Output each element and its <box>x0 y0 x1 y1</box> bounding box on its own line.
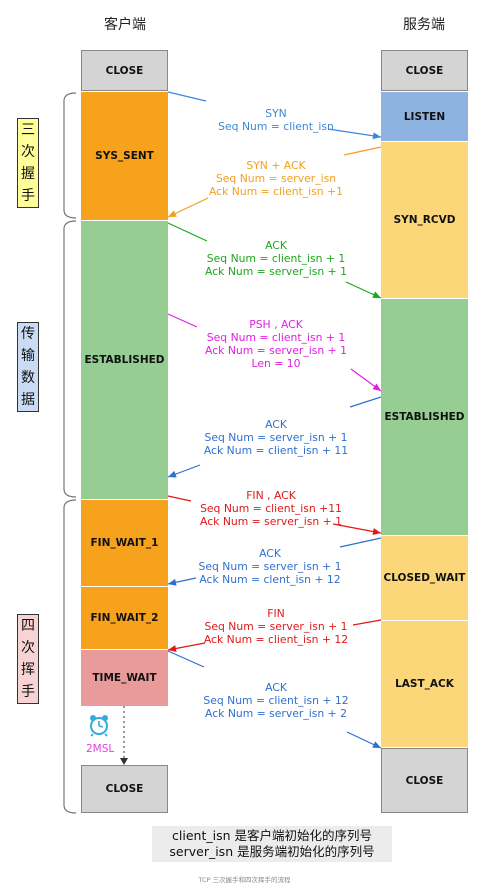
server-state-close-final-label: CLOSE <box>405 774 444 787</box>
arrow-segment <box>332 523 382 534</box>
arrowhead <box>372 132 381 140</box>
server-state-syn-rcvd-label: SYN_RCVD <box>393 214 456 226</box>
client-header: 客户端 <box>104 17 146 33</box>
server-state-closed-wait-label: CLOSED_WAIT <box>383 572 466 584</box>
arrow-segment <box>343 146 382 156</box>
note-line-server: server_isn 是服务端初始化的序列号 <box>169 844 375 859</box>
handshake-bracket <box>63 92 77 219</box>
time-wait-dashed-arrowhead <box>120 758 128 765</box>
arrow-segment <box>167 91 207 102</box>
arrowhead <box>168 578 177 586</box>
client-state-established: ESTABLISHED <box>81 221 168 499</box>
arrow-segment <box>167 650 205 668</box>
server-state-close: CLOSE <box>381 50 468 91</box>
arrowhead <box>168 645 177 652</box>
alarm-clock-icon <box>88 713 110 737</box>
client-state-time-wait-label: TIME_WAIT <box>92 672 157 684</box>
arrow-segment <box>327 128 382 138</box>
client-state-close-final: CLOSE <box>81 765 168 813</box>
client-state-close-label: CLOSE <box>105 64 144 77</box>
arrowhead <box>372 741 381 748</box>
message-fin-ack: FIN , ACK Seq Num = client_isn +11 Ack N… <box>200 489 342 528</box>
client-state-close-final-label: CLOSE <box>105 783 144 795</box>
server-state-established-label: ESTABLISHED <box>384 411 465 423</box>
arrowhead <box>372 528 381 535</box>
message-ack-data: ACK Seq Num = server_isn + 1 Ack Num = c… <box>203 418 349 457</box>
phase-label-transfer: 传输数据 <box>17 322 39 412</box>
arrowhead <box>168 210 177 217</box>
client-state-established-label: ESTABLISHED <box>84 354 165 366</box>
server-state-listen-label: LISTEN <box>403 110 446 123</box>
server-state-last-ack: LAST_ACK <box>381 621 468 747</box>
arrowhead <box>372 291 381 298</box>
client-state-fin-wait-2-label: FIN_WAIT_2 <box>90 612 159 624</box>
server-header: 服务端 <box>403 17 445 33</box>
timer-label: 2MSL <box>86 743 115 755</box>
figure-caption: TCP 三次握手和四次挥手的流程 <box>198 876 291 884</box>
arrow-segment <box>349 396 382 408</box>
message-ack-final: ACK Seq Num = client_isn + 12 Ack Num = … <box>203 681 349 720</box>
client-state-fin-wait-1-label: FIN_WAIT_1 <box>90 537 159 549</box>
arrow-segment <box>167 495 192 502</box>
server-state-listen: LISTEN <box>381 92 468 141</box>
message-syn-ack: SYN + ACK Seq Num = server_isn Ack Num =… <box>208 159 344 198</box>
arrowhead <box>372 383 381 391</box>
arrowhead <box>168 470 177 478</box>
message-fin-server: FIN Seq Num = server_isn + 1 Ack Num = c… <box>203 607 349 646</box>
client-state-fin-wait-1: FIN_WAIT_1 <box>81 500 168 586</box>
arrow-segment <box>352 619 382 626</box>
client-state-time-wait: TIME_WAIT <box>81 650 168 706</box>
message-psh-ack: PSH , ACK Seq Num = client_isn + 1 Ack N… <box>205 318 347 370</box>
isn-note: client_isn 是客户端初始化的序列号 server_isn 是服务端初始… <box>152 826 392 862</box>
message-ack-handshake: ACK Seq Num = client_isn + 1 Ack Num = s… <box>205 239 347 278</box>
client-state-close: CLOSE <box>81 50 168 91</box>
arrow-segment <box>339 537 382 548</box>
phase-label-teardown: 四次挥手 <box>17 614 39 704</box>
server-state-close-final: CLOSE <box>381 748 468 813</box>
arrow-segment <box>167 222 208 242</box>
arrow-segment <box>167 313 198 328</box>
server-state-last-ack-label: LAST_ACK <box>395 678 454 690</box>
message-syn: SYN Seq Num = client_isn <box>218 107 334 133</box>
note-line-client: client_isn 是客户端初始化的序列号 <box>172 828 372 843</box>
server-state-closed-wait: CLOSED_WAIT <box>381 536 468 620</box>
client-state-fin-wait-2: FIN_WAIT_2 <box>81 587 168 649</box>
server-state-established: ESTABLISHED <box>381 299 468 535</box>
teardown-bracket <box>63 499 77 814</box>
server-state-syn-rcvd: SYN_RCVD <box>381 142 468 298</box>
message-ack-fin: ACK Seq Num = server_isn + 1 Ack Num = c… <box>198 547 342 586</box>
phase-label-handshake: 三次握手 <box>17 118 39 208</box>
transfer-bracket <box>63 220 77 498</box>
client-state-syn-sent-label: SYS_SENT <box>95 150 154 162</box>
server-state-close-label: CLOSE <box>405 64 444 77</box>
client-state-syn-sent: SYS_SENT <box>81 92 168 220</box>
